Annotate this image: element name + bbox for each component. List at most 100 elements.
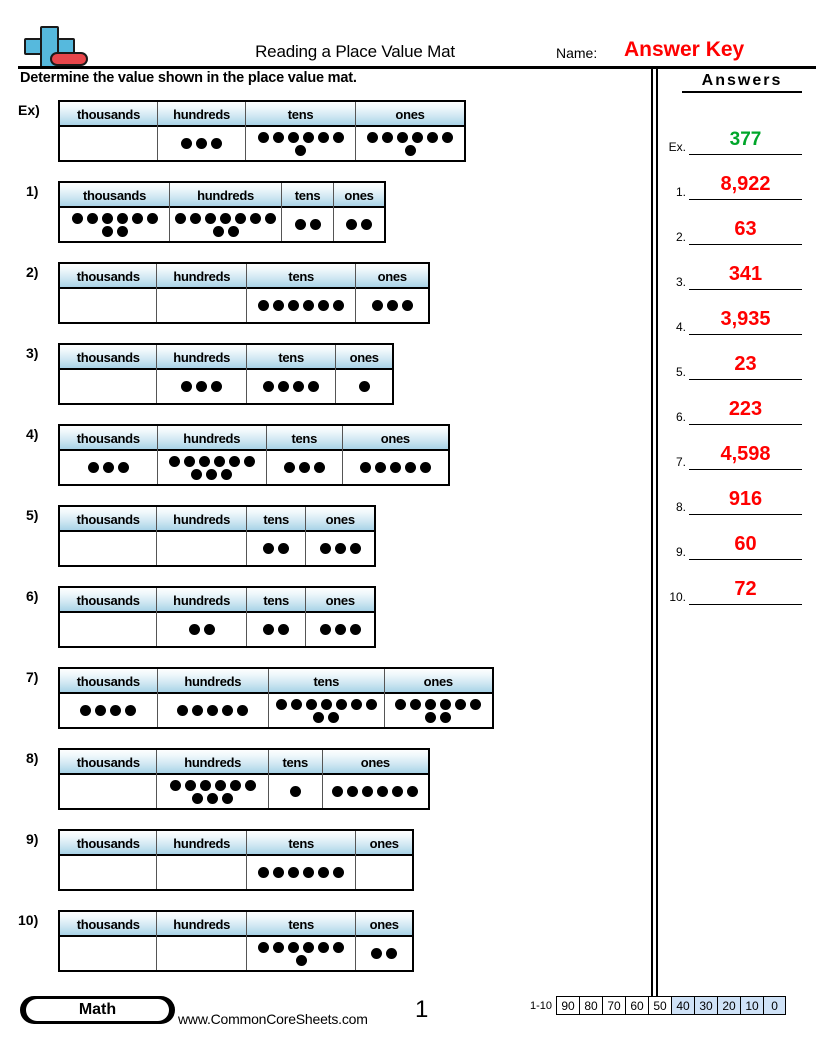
mat-column-tens: tens (246, 345, 337, 403)
score-scale-cell[interactable]: 50 (648, 996, 672, 1015)
mat-column-tens: tens (246, 507, 307, 565)
mat-column-dots-ones (356, 289, 428, 322)
mat-column-header: tens (269, 669, 384, 694)
mat-column-ones: ones (322, 750, 428, 808)
mat-column-dots-thousands (60, 127, 157, 160)
place-value-dot (222, 792, 234, 804)
answer-blank-line (689, 333, 802, 335)
answer-row: Ex.377 (662, 110, 816, 155)
mat-column-dots-ones (334, 208, 384, 241)
place-value-dot (374, 462, 386, 473)
place-value-dot (229, 779, 241, 791)
mat-column-dots-ones (343, 451, 448, 484)
answer-row-number: 6. (675, 410, 686, 424)
place-value-dot (71, 212, 83, 224)
answer-row: 7. 4,598 (662, 425, 816, 470)
answer-value[interactable]: 23 (734, 353, 757, 375)
answer-value[interactable]: 63 (734, 218, 757, 240)
answer-blank-line (689, 468, 802, 470)
answer-value[interactable]: 223 (728, 398, 763, 420)
place-value-dot (334, 624, 346, 635)
mat-column-header: thousands (60, 507, 157, 532)
answer-blank-line (689, 378, 802, 380)
answer-row-number: 5. (675, 365, 686, 379)
mat-column-hundreds: hundreds (157, 507, 247, 565)
dot-group (162, 617, 240, 642)
place-value-dot (227, 225, 239, 237)
score-scale-cell[interactable]: 20 (717, 996, 741, 1015)
page-title: Reading a Place Value Mat (255, 42, 455, 61)
mat-column-header: ones (322, 750, 428, 775)
mat-column-dots-ones (306, 532, 374, 565)
place-value-dot (184, 779, 196, 791)
place-value-dot (263, 543, 275, 554)
mat-column-dots-tens (246, 127, 355, 160)
score-scale-cell[interactable]: 30 (694, 996, 718, 1015)
answer-value[interactable]: 341 (728, 263, 763, 285)
place-value-dot (309, 219, 321, 230)
answer-row: 3.341 (662, 245, 816, 290)
place-value-dot (237, 705, 249, 716)
mat-column-dots-tens (247, 613, 306, 646)
score-scale-cell[interactable]: 40 (671, 996, 695, 1015)
answer-value[interactable]: 72 (734, 578, 757, 600)
score-scale-cell[interactable]: 60 (625, 996, 649, 1015)
mat-column-dots-hundreds (158, 694, 268, 727)
place-value-dot (207, 792, 219, 804)
score-scale-cell[interactable]: 80 (579, 996, 603, 1015)
answer-blank-line (689, 288, 802, 290)
score-scale-cell[interactable]: 70 (602, 996, 626, 1015)
place-value-dot (198, 455, 210, 467)
score-scale-cell[interactable]: 0 (763, 996, 787, 1015)
answer-value[interactable]: 377 (729, 129, 762, 150)
place-value-dot (183, 455, 195, 467)
place-value-dot (313, 711, 325, 723)
mat-column-header: thousands (60, 912, 157, 937)
place-value-dot (110, 705, 122, 716)
place-value-dot (283, 462, 295, 473)
answer-row-number: 7. (675, 455, 686, 469)
mat-column-tens: tens (246, 102, 356, 160)
mat-column-thousands: thousands (60, 669, 158, 727)
place-value-dot (295, 144, 306, 156)
problem-number: 10) (18, 912, 39, 928)
place-value-dot (288, 941, 300, 953)
mat-column-header: tens (246, 831, 356, 856)
page-header: Reading a Place Value Mat Name: Answer K… (0, 0, 816, 86)
place-value-dot (440, 711, 452, 723)
place-value-dot (101, 212, 113, 224)
place-value-dot (181, 381, 193, 392)
place-value-dot (257, 131, 269, 143)
place-value-dot (221, 468, 233, 480)
score-scale-cell[interactable]: 90 (556, 996, 580, 1015)
place-value-dot (181, 138, 192, 149)
answer-value[interactable]: 3,935 (720, 308, 771, 330)
mat-column-tens: tens (246, 831, 357, 889)
mat-column-header: tens (246, 102, 355, 127)
name-value[interactable]: Answer Key (624, 38, 745, 61)
place-value-dot (410, 698, 422, 710)
place-value-dot (313, 462, 325, 473)
place-value-dot (125, 705, 137, 716)
dot-group (252, 374, 330, 399)
answer-row-number: 1. (675, 185, 686, 199)
place-value-dot (319, 624, 331, 635)
score-scale-cell[interactable]: 10 (740, 996, 764, 1015)
answer-value[interactable]: 916 (728, 488, 763, 510)
place-value-dot (350, 698, 362, 710)
place-value-dot (175, 212, 186, 224)
mat-column-header: ones (384, 669, 492, 694)
answer-value[interactable]: 60 (734, 533, 757, 555)
place-value-dot (212, 225, 224, 237)
answer-row-number: 8. (675, 500, 686, 514)
place-value-dot (235, 212, 246, 224)
answer-value[interactable]: 8,922 (720, 173, 771, 195)
place-value-dot (272, 131, 284, 143)
mat-column-header: tens (246, 507, 306, 532)
problem-number: 5) (26, 507, 39, 523)
answer-value[interactable]: 4,598 (720, 443, 771, 465)
place-value-dot (273, 941, 285, 953)
place-value-dot (371, 300, 383, 311)
